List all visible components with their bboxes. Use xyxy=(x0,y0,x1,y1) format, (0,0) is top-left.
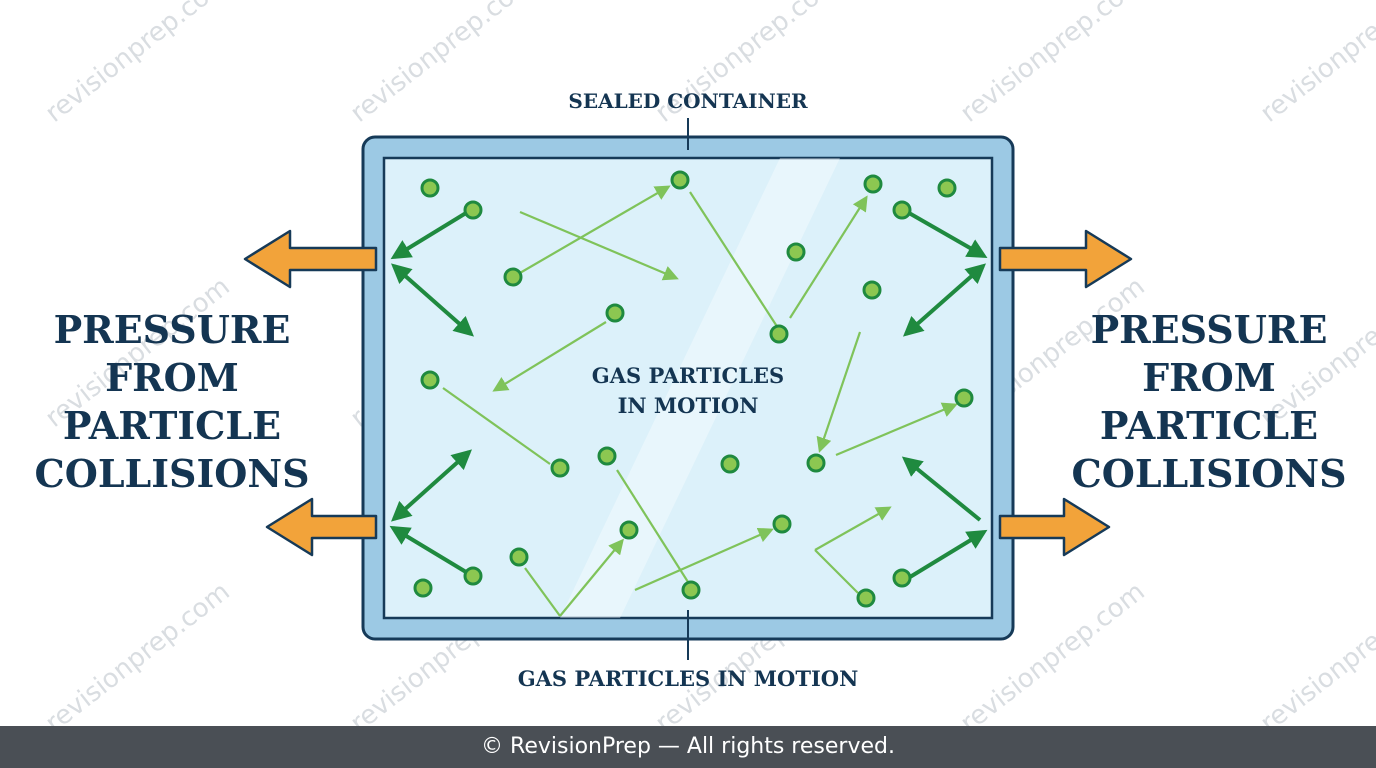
motion-trajectories xyxy=(442,185,958,617)
gas-particle xyxy=(892,200,912,220)
gas-particle xyxy=(463,566,483,586)
center-label-line: GAS PARTICLES xyxy=(591,363,785,388)
left-pressure-label: PRESSURE FROM PARTICLE COLLISIONS xyxy=(22,306,322,498)
gas-particle xyxy=(420,370,440,390)
right-pressure-label-line: FROM xyxy=(1142,355,1276,400)
sealed-container-label: SEALED CONTAINER xyxy=(568,89,808,113)
collision-arrow xyxy=(391,263,474,337)
collision-arrow xyxy=(908,529,988,579)
pressure-arrows xyxy=(243,229,1133,557)
gas-particle xyxy=(605,303,625,323)
left-pressure-label-line: FROM xyxy=(105,355,239,400)
center-label: GAS PARTICLES IN MOTION xyxy=(538,361,838,421)
copyright-footer: © RevisionPrep — All rights reserved. xyxy=(0,726,1376,768)
gas-particle xyxy=(856,588,876,608)
collision-arrow xyxy=(901,456,982,522)
gas-particle xyxy=(619,520,639,540)
container-diagram xyxy=(243,118,1133,660)
trajectory-arrow xyxy=(519,210,679,281)
gas-particle xyxy=(681,580,701,600)
left-pressure-label-line: PRESSURE xyxy=(53,307,291,352)
container-interior xyxy=(382,156,994,620)
trajectory-arrow xyxy=(835,402,958,457)
trajectory-arrow xyxy=(814,506,892,551)
gas-particle xyxy=(892,568,912,588)
center-label-line: IN MOTION xyxy=(617,393,759,418)
gas-particle xyxy=(954,388,974,408)
glass-shine xyxy=(560,158,840,618)
trajectory-arrow xyxy=(689,191,779,329)
trajectory-arrow xyxy=(616,469,689,583)
collision-arrow xyxy=(389,525,468,574)
gas-particle xyxy=(772,514,792,534)
diagram-stage: revisionprep.com revisionprep.com revisi… xyxy=(22,0,1376,739)
gas-particle xyxy=(420,178,440,198)
trajectory-arrow xyxy=(442,387,551,465)
trajectory-arrow xyxy=(634,527,774,592)
pressure-arrow-left-bottom xyxy=(265,497,378,557)
bottom-label: GAS PARTICLES IN MOTION xyxy=(517,666,859,691)
pressure-arrow-left-top xyxy=(243,229,378,289)
gas-particle xyxy=(806,453,826,473)
gas-particle xyxy=(463,200,483,220)
gas-particle xyxy=(413,578,433,598)
trajectory-arrow xyxy=(789,195,868,319)
collision-arrow xyxy=(391,449,472,522)
gas-particle xyxy=(863,174,883,194)
collision-arrow xyxy=(903,263,986,337)
right-pressure-label-line: PARTICLE xyxy=(1099,403,1319,448)
right-pressure-label-line: PRESSURE xyxy=(1090,307,1328,352)
trajectory-arrow xyxy=(512,185,671,278)
collision-arrow xyxy=(390,211,468,260)
right-pressure-label: PRESSURE FROM PARTICLE COLLISIONS xyxy=(1059,306,1359,498)
gas-particle xyxy=(670,170,690,190)
gas-particle xyxy=(862,280,882,300)
collision-arrows xyxy=(389,211,988,579)
gas-particle xyxy=(503,267,523,287)
right-pressure-label-line: COLLISIONS xyxy=(1071,451,1347,496)
gas-particles xyxy=(413,170,974,608)
left-pressure-label-line: COLLISIONS xyxy=(34,451,310,496)
trajectory-arrow xyxy=(816,331,862,453)
trajectory-arrow xyxy=(492,321,607,392)
gas-particle xyxy=(786,242,806,262)
gas-particle xyxy=(769,324,789,344)
collision-arrow xyxy=(908,211,988,258)
left-pressure-label-line: PARTICLE xyxy=(62,403,282,448)
gas-particle xyxy=(509,547,529,567)
trajectory-arrow xyxy=(524,567,561,617)
gas-particle xyxy=(720,454,740,474)
gas-particle xyxy=(937,178,957,198)
pressure-arrow-right-top xyxy=(998,229,1133,289)
gas-particle xyxy=(550,458,570,478)
trajectory-arrow xyxy=(559,538,624,617)
gas-particle xyxy=(597,446,617,466)
pressure-arrow-right-bottom xyxy=(998,497,1111,557)
trajectory-arrow xyxy=(814,549,859,594)
